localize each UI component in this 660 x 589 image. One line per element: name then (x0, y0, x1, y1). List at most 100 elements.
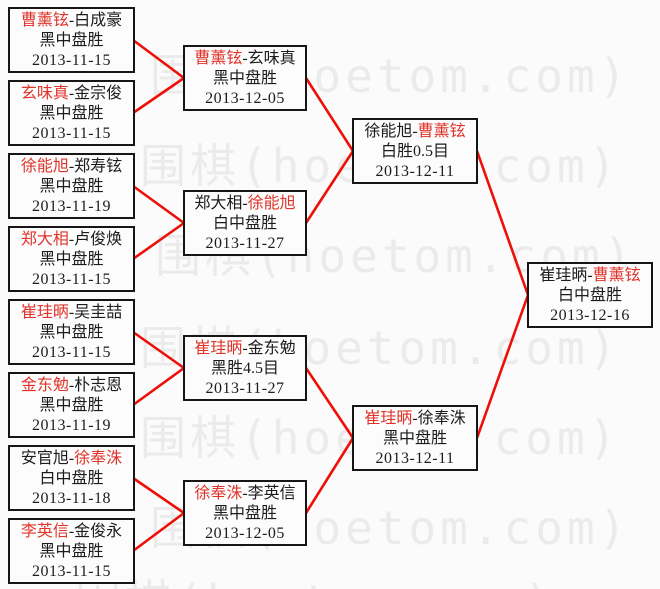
match-result: 黑中盘胜 (39, 324, 104, 341)
match-box-semifinal-1: 徐能旭-曹薰铉 白胜0.5目 2013-12-11 (352, 118, 478, 184)
player1-name: 曹薰铉 (20, 12, 69, 29)
match-date: 2013-12-11 (375, 450, 455, 467)
match-date: 2013-11-27 (205, 235, 285, 252)
match-box-round1-8: 李英信-金俊永 黑中盘胜 2013-11-15 (8, 518, 135, 584)
connector-line (132, 184, 185, 225)
match-result: 白中盘胜 (39, 470, 104, 487)
match-date: 2013-11-15 (31, 52, 112, 69)
player2-name: 白成豪 (74, 12, 123, 29)
match-players: 崔珪昞-曹薰铉 (529, 265, 651, 286)
players-separator: - (68, 231, 75, 248)
match-date: 2013-11-15 (31, 271, 112, 288)
connector-line (132, 476, 185, 515)
match-date: 2013-12-05 (205, 90, 285, 107)
players-separator: - (68, 304, 75, 321)
match-box-round1-7: 安官旭-徐奉洙 白中盘胜 2013-11-18 (8, 445, 135, 511)
connector-line (132, 76, 185, 115)
match-result: 黑中盘胜 (39, 397, 104, 414)
players-separator: - (68, 523, 75, 540)
player2-name: 金俊永 (74, 523, 123, 540)
match-players: 曹薰铉-白成豪 (10, 10, 133, 31)
player2-name: 玄味真 (247, 50, 296, 67)
players-separator: - (587, 267, 593, 284)
match-box-round1-3: 徐能旭-郑寿铉 黑中盘胜 2013-11-19 (8, 153, 135, 219)
match-date: 2013-11-15 (31, 125, 112, 142)
match-result: 黑中盘胜 (39, 251, 104, 268)
match-box-round1-1: 曹薰铉-白成豪 黑中盘胜 2013-11-15 (8, 7, 135, 73)
match-players: 金东勉-朴志恩 (10, 375, 133, 396)
connector-line (132, 366, 185, 407)
connector-line (132, 511, 185, 553)
match-result: 黑中盘胜 (39, 32, 104, 49)
player1-name: 李英信 (20, 523, 69, 540)
connector-line (304, 367, 355, 439)
match-date: 2013-12-05 (205, 525, 285, 542)
match-result: 黑中盘胜 (382, 430, 447, 447)
match-box-final: 崔珪昞-曹薰铉 白中盘胜 2013-12-16 (527, 262, 653, 328)
connector-line (304, 77, 355, 152)
player2-name: 金宗俊 (74, 85, 123, 102)
player1-name: 郑大相 (20, 231, 69, 248)
player2-name: 徐能旭 (247, 195, 296, 212)
player1-name: 曹薰铉 (194, 50, 243, 67)
match-result: 黑中盘胜 (39, 105, 104, 122)
player1-name: 安官旭 (20, 450, 69, 467)
match-players: 安官旭-徐奉洙 (10, 448, 133, 469)
player2-name: 郑寿铉 (74, 158, 123, 175)
match-players: 玄味真-金宗俊 (10, 83, 133, 104)
match-result: 黑中盘胜 (212, 70, 277, 87)
player2-name: 卢俊焕 (74, 231, 123, 248)
players-separator: - (68, 450, 75, 467)
match-date: 2013-11-19 (31, 198, 112, 215)
connector-line (475, 150, 530, 296)
connector-line (304, 437, 355, 514)
players-separator: - (412, 410, 418, 427)
player2-name: 曹薰铉 (592, 267, 641, 284)
match-result: 黑中盘胜 (39, 543, 104, 560)
match-box-round2-2: 郑大相-徐能旭 白中盘胜 2013-11-27 (183, 190, 307, 256)
connector-line (132, 38, 185, 80)
match-box-round2-3: 崔珪昞-金东勉 黑胜4.5目 2013-11-27 (183, 335, 307, 401)
player2-name: 金东勉 (247, 340, 296, 357)
player2-name: 徐奉洙 (417, 410, 466, 427)
match-box-round1-5: 崔珪昞-吴圭喆 黑中盘胜 2013-11-15 (8, 299, 135, 365)
player1-name: 崔珪昞 (194, 340, 243, 357)
player2-name: 吴圭喆 (74, 304, 123, 321)
match-box-round1-2: 玄味真-金宗俊 黑中盘胜 2013-11-15 (8, 80, 135, 146)
player1-name: 徐奉洙 (194, 485, 243, 502)
player1-name: 崔珪昞 (364, 410, 413, 427)
players-separator: - (412, 123, 418, 140)
player1-name: 金东勉 (20, 377, 69, 394)
match-box-round1-6: 金东勉-朴志恩 黑中盘胜 2013-11-19 (8, 372, 135, 438)
player1-name: 玄味真 (20, 85, 69, 102)
players-separator: - (68, 158, 75, 175)
match-result: 黑胜4.5目 (210, 360, 279, 377)
match-date: 2013-11-15 (31, 344, 112, 361)
match-result: 白中盘胜 (557, 287, 622, 304)
watermark-text: 围棋(hoetom.com) (75, 566, 555, 589)
player1-name: 崔珪昞 (20, 304, 69, 321)
connector-line (475, 294, 530, 439)
connector-line (132, 330, 185, 370)
player1-name: 徐能旭 (20, 158, 69, 175)
match-players: 徐奉洙-李英信 (185, 483, 305, 504)
match-box-round2-4: 徐奉洙-李英信 黑中盘胜 2013-12-05 (183, 480, 307, 546)
match-box-semifinal-2: 崔珪昞-徐奉洙 黑中盘胜 2013-12-11 (352, 405, 478, 471)
match-players: 郑大相-卢俊焕 (10, 229, 133, 250)
match-result: 黑中盘胜 (212, 505, 277, 522)
player2-name: 李英信 (247, 485, 296, 502)
match-date: 2013-11-18 (31, 490, 112, 507)
match-players: 崔珪昞-徐奉洙 (354, 408, 476, 429)
match-box-round1-4: 郑大相-卢俊焕 黑中盘胜 2013-11-15 (8, 226, 135, 292)
player1-name: 崔珪昞 (539, 267, 588, 284)
match-date: 2013-12-16 (550, 307, 630, 324)
match-players: 徐能旭-郑寿铉 (10, 156, 133, 177)
player2-name: 朴志恩 (74, 377, 123, 394)
players-separator: - (242, 485, 248, 502)
players-separator: - (68, 377, 75, 394)
match-players: 崔珪昞-金东勉 (185, 338, 305, 359)
match-date: 2013-11-27 (205, 380, 285, 397)
players-separator: - (68, 85, 75, 102)
players-separator: - (242, 50, 248, 67)
